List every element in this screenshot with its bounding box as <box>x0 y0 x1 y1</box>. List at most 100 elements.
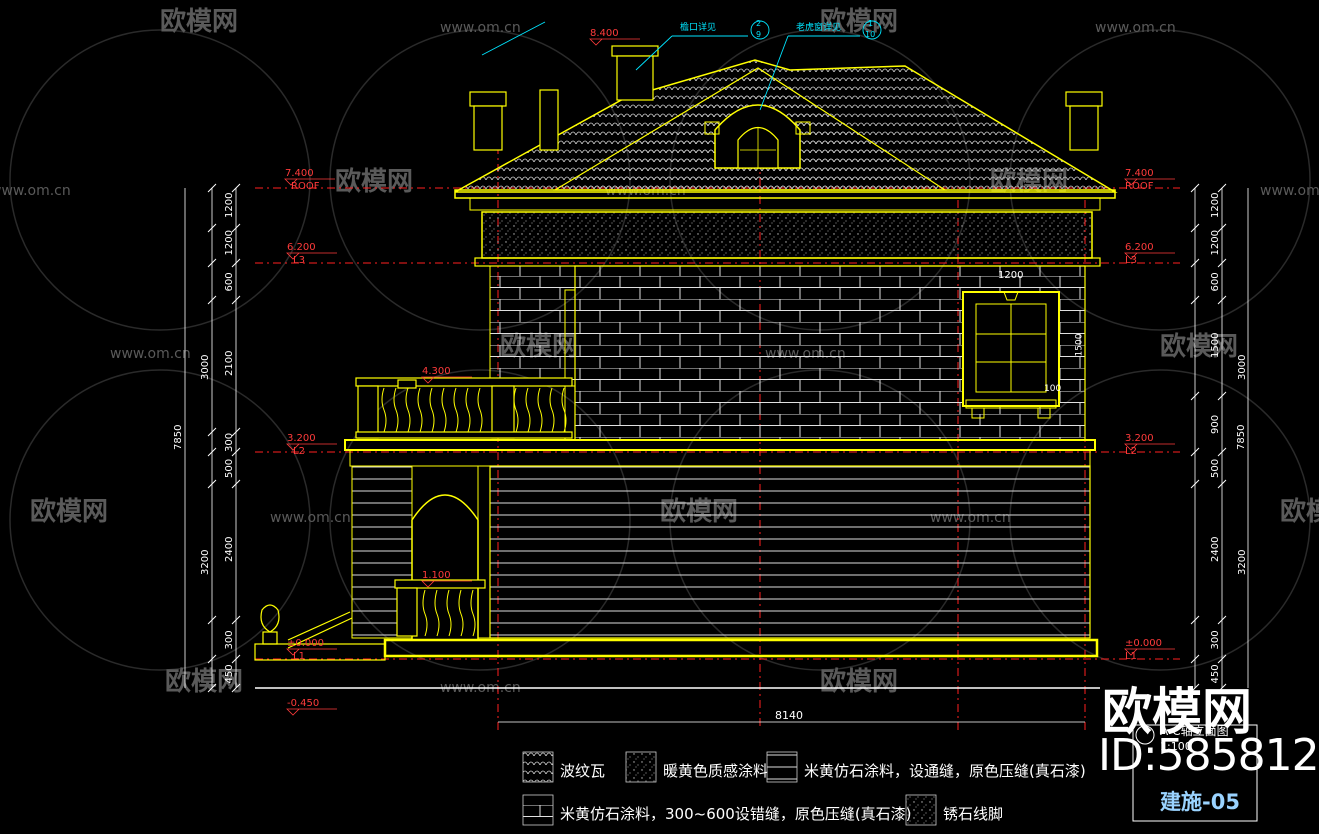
dimension-label: 3200 <box>1237 550 1248 575</box>
frieze-band <box>474 257 1101 267</box>
baluster <box>513 387 519 433</box>
chimneys <box>469 45 1103 151</box>
watermark-brand: 欧模网 <box>335 166 413 197</box>
watermark-url: www.om.cn <box>1260 183 1319 199</box>
dimension-ticks <box>207 183 1227 693</box>
watermark-url: www.om.cn <box>1095 20 1176 36</box>
dormer-window <box>704 104 811 169</box>
dimension-tick <box>231 615 241 625</box>
level-marker <box>1124 178 1175 186</box>
dimension-label: 500 <box>224 459 235 478</box>
level-elevation: 3.200 <box>1125 433 1154 444</box>
dimension-tick <box>207 615 217 625</box>
dimension-label: 2400 <box>224 537 235 562</box>
dimension-tick <box>231 479 241 489</box>
dimension-tick <box>1217 479 1227 489</box>
watermark-brand: 欧模网 <box>160 6 238 37</box>
dimension-label: 600 <box>224 272 235 291</box>
baluster <box>429 387 435 433</box>
baluster <box>417 387 423 433</box>
lower-balusters <box>422 589 476 637</box>
dimension-label-total: 7850 <box>173 425 184 450</box>
dimension-label: 300 <box>224 433 235 452</box>
upper-balcony <box>355 377 573 439</box>
level-elevation: ±0.000 <box>1125 638 1162 649</box>
dimension-tick <box>1217 223 1227 233</box>
dimension-tick <box>207 654 217 664</box>
level-elevation: 1.100 <box>422 570 451 581</box>
level-marker <box>284 178 335 186</box>
dimension-tick <box>231 183 241 193</box>
level-tag: L1 <box>293 651 305 662</box>
level-elevation: -0.450 <box>287 698 319 709</box>
dimension-label: 300 <box>1210 630 1221 649</box>
baluster <box>422 589 428 637</box>
watermark-brand: 欧模网 <box>1280 496 1319 527</box>
dimension-lines <box>184 188 1249 723</box>
dimension-tick <box>1190 654 1200 664</box>
level-marker <box>1124 252 1175 260</box>
dimension-label: 1500 <box>1210 333 1221 358</box>
dimension-tick <box>231 223 241 233</box>
dimension-tick <box>1217 391 1227 401</box>
dimension-label: 1200 <box>1210 193 1221 218</box>
leader-lines <box>481 20 882 111</box>
dimension-label: 3000 <box>1237 355 1248 380</box>
dimension-tick <box>231 427 241 437</box>
dimension-label: 300 <box>224 630 235 649</box>
baluster <box>393 387 399 433</box>
dimension-tick <box>1217 654 1227 664</box>
level-marker <box>421 580 472 588</box>
dimension-tick <box>1190 615 1200 625</box>
dimension-tick <box>231 295 241 305</box>
upper-frieze <box>481 211 1093 259</box>
upper-window <box>962 291 1060 419</box>
dimension-label: 2100 <box>224 351 235 376</box>
dimension-label: 1200 <box>1210 230 1221 255</box>
baluster <box>537 387 543 433</box>
watermark-url: www.om.cn <box>0 183 71 199</box>
dimension-tick <box>1217 183 1227 193</box>
entry-steps <box>254 604 386 661</box>
dimension-tick <box>207 258 217 268</box>
dimension-label: 3000 <box>200 355 211 380</box>
dimension-tick <box>1190 479 1200 489</box>
level-elevation: 3.200 <box>287 433 316 444</box>
dimension-tick <box>231 683 241 693</box>
level-elevation: 4.300 <box>422 366 451 377</box>
dimension-tick <box>1217 447 1227 457</box>
watermark-brand: 欧模网 <box>165 666 243 697</box>
dimension-label: 1200 <box>224 230 235 255</box>
lower-wall <box>489 465 1091 639</box>
legend-swatches <box>522 751 937 826</box>
dimension-tick <box>1190 258 1200 268</box>
baluster <box>561 387 567 433</box>
dimension-tick <box>207 183 217 193</box>
baluster <box>405 387 411 433</box>
baluster <box>525 387 531 433</box>
dimension-tick <box>1217 258 1227 268</box>
baluster <box>453 387 459 433</box>
dimension-tick <box>1217 615 1227 625</box>
entrance-arch <box>411 494 479 640</box>
dimension-tick <box>1190 447 1200 457</box>
plinth <box>383 638 1099 658</box>
dimension-label: 500 <box>1210 459 1221 478</box>
level-elevation: 8.400 <box>590 28 619 39</box>
level-marker <box>1124 648 1175 656</box>
level-elevation: 6.200 <box>287 242 316 253</box>
dimension-tick <box>231 258 241 268</box>
level-tag: ROOF <box>291 181 320 192</box>
floor-band <box>344 439 1096 451</box>
level-tag: ROOF <box>1125 181 1154 192</box>
watermark-url: www.om.cn <box>440 20 521 36</box>
dimension-tick <box>231 654 241 664</box>
dimension-label: 900 <box>1210 415 1221 434</box>
dimension-tick <box>1190 183 1200 193</box>
upper-balusters <box>381 387 567 433</box>
level-marker <box>421 376 472 384</box>
dimension-label: 2400 <box>1210 537 1221 562</box>
level-marker <box>589 38 640 46</box>
level-elevation: 7.400 <box>1125 168 1154 179</box>
